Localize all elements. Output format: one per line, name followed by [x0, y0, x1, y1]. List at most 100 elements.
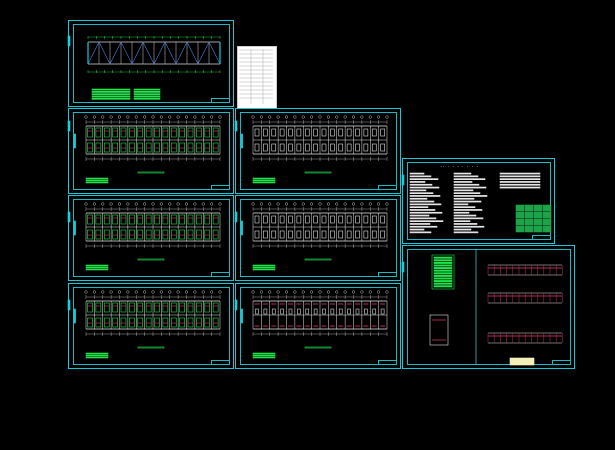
room-detail — [346, 215, 352, 224]
note-line — [85, 266, 109, 269]
note-line — [499, 181, 541, 183]
schedule-table — [431, 254, 455, 290]
note-line — [409, 181, 426, 183]
table-cell — [515, 204, 525, 212]
room-detail — [254, 143, 260, 152]
note-line — [409, 183, 433, 186]
axis-bubble — [335, 290, 339, 294]
note-line — [453, 211, 470, 214]
room-detail — [279, 128, 285, 137]
note-line — [85, 177, 109, 180]
room-detail — [330, 230, 335, 239]
schedule-row — [433, 277, 453, 280]
room-detail — [187, 142, 194, 153]
axis-bubble — [377, 202, 381, 206]
axis-bubble — [92, 202, 96, 206]
note-line — [252, 354, 276, 357]
room-detail — [271, 215, 277, 224]
room-detail — [204, 142, 211, 153]
note-line — [91, 91, 131, 93]
room-detail — [204, 229, 211, 240]
room-detail — [313, 143, 318, 152]
room-detail — [120, 229, 127, 240]
axis-bubble — [84, 115, 88, 119]
note-line — [133, 88, 161, 91]
sheet-marker — [67, 299, 71, 311]
axis-bubble — [268, 115, 272, 119]
room-detail — [145, 142, 152, 153]
sheet-frame — [73, 199, 230, 277]
axis-bubble — [251, 202, 255, 206]
axis-bubble — [360, 202, 364, 206]
sheet-marker — [234, 120, 238, 132]
room-detail — [179, 302, 185, 313]
table-cell — [542, 225, 552, 233]
schedule-row — [433, 272, 453, 275]
caption-line — [304, 171, 332, 174]
title-stamp — [509, 357, 535, 366]
sheet-frame — [240, 199, 397, 277]
room-detail — [196, 317, 202, 328]
schedule-row — [433, 274, 453, 277]
room-detail — [87, 302, 93, 313]
note-line — [453, 197, 475, 200]
title-block — [378, 360, 397, 365]
axis-bubble — [159, 202, 163, 206]
note-line — [85, 354, 109, 357]
room-detail — [371, 143, 377, 152]
room-detail — [187, 214, 194, 225]
axis-bubble — [318, 202, 322, 206]
table-cell — [524, 225, 534, 233]
room-detail — [162, 302, 169, 313]
axis-bubble — [301, 202, 305, 206]
axis-bubble — [201, 290, 205, 294]
room-detail — [288, 230, 293, 239]
note-line — [409, 209, 436, 211]
axis-bubble — [168, 115, 172, 119]
axis-bubble — [385, 115, 389, 119]
room-detail — [322, 308, 326, 315]
table-cell — [515, 225, 525, 233]
schedule-row — [433, 264, 453, 267]
schedule-row — [433, 261, 453, 264]
room-detail — [296, 143, 302, 152]
room-detail — [154, 229, 160, 240]
sheet-frame — [73, 24, 230, 103]
axis-bubble — [176, 290, 180, 294]
axis-bubble — [151, 115, 155, 119]
note-line — [409, 172, 425, 175]
note-line — [252, 264, 276, 267]
room-detail — [170, 142, 177, 153]
room-detail — [271, 128, 277, 137]
caption-line — [137, 346, 165, 349]
room-detail — [212, 317, 219, 328]
sheet-frame — [240, 287, 397, 365]
axis-bubble — [259, 202, 263, 206]
axis-bubble — [168, 290, 172, 294]
axis-bubble — [326, 290, 330, 294]
room-detail — [112, 214, 118, 225]
note-line — [409, 217, 437, 220]
axis-bubble — [201, 202, 205, 206]
note-line — [453, 178, 486, 181]
table-cell — [524, 218, 534, 226]
room-detail — [363, 128, 369, 137]
room-detail — [162, 317, 169, 328]
axis-bubble — [218, 290, 222, 294]
room-detail — [363, 230, 369, 239]
title-block — [378, 272, 397, 277]
drawing-sheet-9[interactable] — [402, 245, 575, 369]
room-detail — [87, 317, 93, 328]
caption-line — [304, 258, 332, 261]
room-detail — [196, 302, 202, 313]
room-detail — [112, 229, 118, 240]
room-detail — [103, 229, 110, 240]
schedule-row — [433, 280, 453, 283]
room-detail — [145, 127, 152, 138]
note-line — [409, 192, 434, 195]
room-detail — [288, 308, 293, 315]
note-line — [409, 231, 432, 234]
axis-bubble — [368, 290, 372, 294]
room-detail — [179, 229, 185, 240]
axis-bubble — [84, 290, 88, 294]
